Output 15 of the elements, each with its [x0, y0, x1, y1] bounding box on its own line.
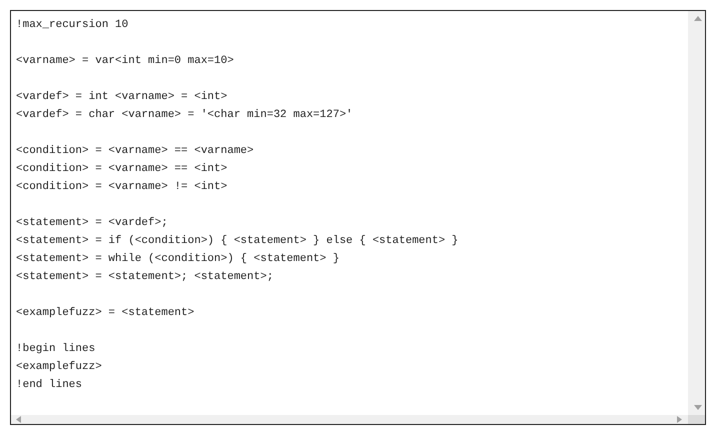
code-line: <condition> = <varname> == <int> [16, 162, 228, 176]
code-line: !begin lines [16, 342, 96, 356]
code-line: <examplefuzz> [16, 360, 102, 374]
code-line: <examplefuzz> = <statement> [16, 306, 194, 320]
code-line: <statement> = <statement>; <statement>; [16, 270, 274, 284]
code-line: !max_recursion 10 [16, 18, 128, 32]
code-line: !end lines [16, 378, 82, 392]
code-line: <vardef> = int <varname> = <int> [16, 90, 228, 104]
code-line: <statement> = <vardef>; [16, 216, 168, 230]
code-line: <statement> = if (<condition>) { <statement> } else { <statement> } [16, 234, 458, 248]
code-line: <varname> = var<int min=0 max=10> [16, 54, 234, 68]
code-line: <condition> = <varname> != <int> [16, 180, 228, 194]
code-line: <statement> = while (<condition>) { <statement> } [16, 252, 340, 266]
code-line: <condition> = <varname> == <varname> [16, 144, 254, 158]
code-line: <vardef> = char <varname> = '<char min=32 max=127>' [16, 108, 353, 122]
